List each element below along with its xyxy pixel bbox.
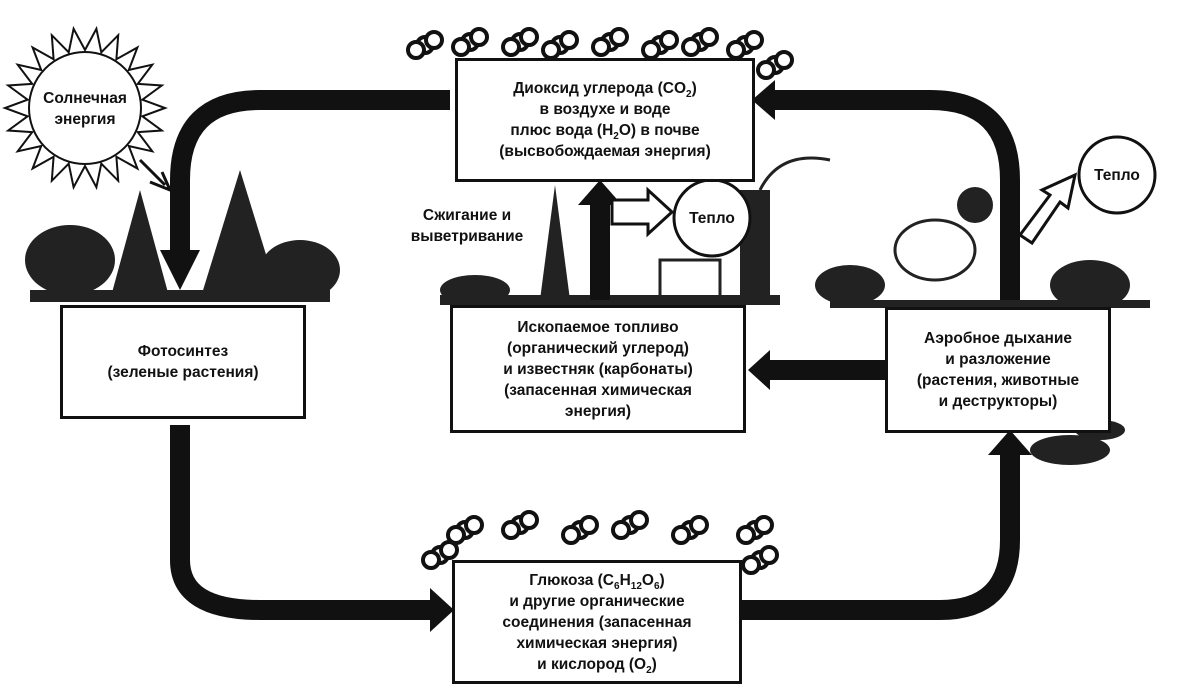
burning-line: Сжигание и <box>422 207 512 224</box>
heat-label-center: Тепло <box>689 210 735 227</box>
heat-arrows <box>610 172 1078 246</box>
text: ) <box>651 655 657 673</box>
sun-label-line: энергия <box>54 111 116 128</box>
molecule-atom <box>726 40 746 60</box>
aerobic-line: Аэробное дыхание <box>923 330 1073 347</box>
aerobic-respiration-box: Аэробное дыхание и разложение (растения,… <box>885 307 1111 433</box>
fossil-line: и известняк (карбонаты) <box>503 360 693 378</box>
heat-label-right: Тепло <box>1094 167 1140 184</box>
aerobic-line: и деструкторы) <box>938 393 1058 410</box>
molecule-atom <box>609 27 629 47</box>
molecule-atom <box>736 525 756 545</box>
glucose-line: Глюкоза (C6H12O6) <box>529 570 665 592</box>
glucose-line: и другие органические <box>509 592 685 610</box>
text: плюс вода (H <box>510 122 614 139</box>
molecule-atom <box>681 37 701 57</box>
aerobic-line: и разложение <box>945 351 1051 368</box>
forest-illustration <box>25 170 340 302</box>
molecule-atom <box>671 525 691 545</box>
heat-circle-right <box>1077 135 1157 215</box>
molecule-atom <box>744 30 764 50</box>
molecule-atom <box>464 515 484 535</box>
molecule-atom <box>689 515 709 535</box>
glucose-line: соединения (запасенная <box>502 613 692 631</box>
co2-box: Диоксид углерода (CO2) в воздухе и воде … <box>455 58 755 182</box>
cycle-arrows <box>170 90 1020 620</box>
molecule-atom <box>424 30 444 50</box>
fossil-line: Ископаемое топливо <box>517 318 679 336</box>
text: Диоксид углерода (CO <box>513 80 686 97</box>
burning-line: выветривание <box>410 228 524 245</box>
molecule-atom <box>501 520 521 540</box>
sun-icon <box>2 25 173 193</box>
molecule-atom <box>579 515 599 535</box>
subscript: 2 <box>686 89 692 101</box>
glucose-line: и кислород (O2) <box>537 654 657 676</box>
molecule-atom <box>641 40 661 60</box>
molecule-decorations <box>406 27 794 575</box>
co2-line: Диоксид углерода (CO2) <box>513 78 697 101</box>
molecule-atom <box>501 37 521 57</box>
molecule-atom <box>754 515 774 535</box>
text: и кислород (O <box>537 655 647 673</box>
photosynthesis-box: Фотосинтез (зеленые растения) <box>60 305 306 419</box>
fossil-fuel-box: Ископаемое топливо (органический углерод… <box>450 305 746 433</box>
fossil-line: энергия) <box>564 402 632 420</box>
molecule-atom <box>519 510 539 530</box>
molecule-atom <box>451 37 471 57</box>
text: ) <box>659 571 665 589</box>
molecule-atom <box>421 550 441 570</box>
molecule-atom <box>469 27 489 47</box>
photo-line: Фотосинтез <box>137 343 229 360</box>
molecule-atom <box>406 40 426 60</box>
molecule-atom <box>756 60 776 80</box>
subscript: 2 <box>613 131 619 143</box>
text: ) <box>691 80 697 97</box>
subscript: 12 <box>630 580 642 592</box>
molecule-atom <box>561 525 581 545</box>
fossil-line: (органический углерод) <box>507 339 689 357</box>
text: O) в почве <box>618 122 700 139</box>
subscript: 2 <box>646 664 652 676</box>
molecule-atom <box>559 30 579 50</box>
molecule-atom <box>519 27 539 47</box>
animals-illustration <box>815 187 1150 465</box>
subscript: 6 <box>653 580 660 592</box>
burning-weathering-label: Сжигание и выветривание <box>392 205 542 247</box>
subscript: 6 <box>614 580 620 592</box>
aerobic-line: (растения, животные <box>916 372 1080 389</box>
co2-line: плюс вода (H2O) в почве <box>510 120 700 143</box>
fossil-line: (запасенная химическая <box>504 381 692 399</box>
molecule-atom <box>591 37 611 57</box>
glucose-line: химическая энергия) <box>516 634 678 652</box>
molecule-atom <box>759 545 779 565</box>
molecule-atom <box>699 27 719 47</box>
photo-line: (зеленые растения) <box>107 364 259 381</box>
text: O <box>641 571 654 589</box>
molecule-atom <box>741 555 761 575</box>
molecule-atom <box>611 520 631 540</box>
co2-line: в воздухе и воде <box>539 101 671 118</box>
text: Глюкоза (C <box>529 571 614 589</box>
molecule-atom <box>629 510 649 530</box>
sun-label-line: Солнечная <box>43 90 127 107</box>
sun-label: Солнечная энергия <box>30 88 140 130</box>
molecule-atom <box>774 50 794 70</box>
molecule-atom <box>439 540 459 560</box>
molecule-atom <box>541 40 561 60</box>
molecule-atom <box>659 30 679 50</box>
text: H <box>619 571 631 589</box>
glucose-box: Глюкоза (C6H12O6) и другие органические … <box>452 560 742 684</box>
co2-line: (высвобождаемая энергия) <box>499 143 711 160</box>
